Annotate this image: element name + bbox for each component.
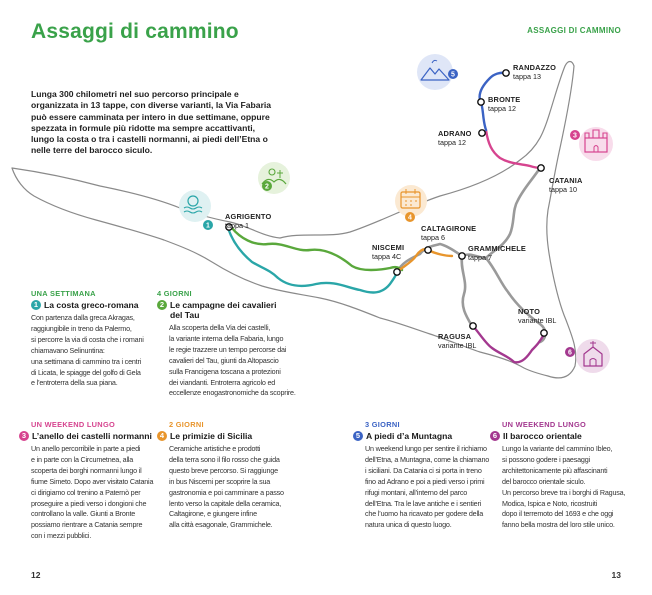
- marker-noto: [540, 329, 548, 337]
- calendar-food-icon: 4: [395, 185, 427, 222]
- route-5-blue: [478, 71, 508, 132]
- route-description: Alla scoperta della Via dei castelli,la …: [169, 323, 296, 398]
- page-number-right: 13: [611, 570, 621, 580]
- marker-niscemi: [393, 268, 401, 276]
- svg-text:6: 6: [568, 350, 572, 357]
- route-3-pink: [484, 128, 544, 170]
- marker-agrigento: [225, 223, 233, 231]
- route-number-badge: 3: [19, 431, 29, 441]
- church-icon: 6: [565, 339, 610, 373]
- marker-caltagirone: [424, 246, 432, 254]
- section-tag: ASSAGGI DI CAMMINO: [527, 26, 621, 35]
- marker-catania: [537, 164, 545, 172]
- marker-adrano: [478, 129, 486, 137]
- svg-text:4: 4: [408, 215, 412, 222]
- route-title: La costa greco-romana: [44, 300, 139, 310]
- city-markers: [225, 69, 548, 337]
- route-duration: UN WEEKEND LUNGO: [502, 420, 587, 429]
- route-description: Con partenza dalla greca Akragas,raggiun…: [31, 313, 144, 388]
- page-number-left: 12: [31, 570, 41, 580]
- variant-route-grey: [460, 254, 474, 328]
- countryside-icon: 2: [258, 162, 290, 194]
- route-duration: 4 GIORNI: [157, 289, 192, 298]
- route-6-purple: [471, 324, 546, 364]
- route-4-orange: [395, 248, 454, 274]
- route-1-teal: [226, 226, 399, 294]
- route-2-green: [230, 226, 404, 272]
- route-duration: UNA SETTIMANA: [31, 289, 96, 298]
- route-description: Lungo la variante del cammino Ibleo,si p…: [502, 444, 626, 530]
- seaside-icon: 1: [179, 190, 213, 230]
- route-number-badge: 5: [353, 431, 363, 441]
- route-duration: 3 GIORNI: [365, 420, 400, 429]
- svg-text:5: 5: [451, 72, 455, 79]
- route-number-badge: 2: [157, 300, 167, 310]
- main-route-grey: [395, 166, 542, 274]
- route-title: Il barocco orientale: [503, 431, 582, 441]
- castle-icon: 3: [570, 127, 613, 161]
- route-title: L’anello dei castelli normanni: [32, 431, 152, 441]
- connector-route-grey: [484, 256, 547, 344]
- svg-text:1: 1: [206, 223, 210, 230]
- route-number-badge: 1: [31, 300, 41, 310]
- route-title: A piedi d’a Muntagna: [366, 431, 453, 441]
- route-number-badge: 6: [490, 431, 500, 441]
- route-description: Un weekend lungo per sentire il richiamo…: [365, 444, 490, 530]
- route-title: Le campagne dei cavalieri del Tau: [170, 300, 277, 320]
- marker-grammichele: [458, 252, 466, 260]
- marker-randazzo: [502, 69, 510, 77]
- svg-text:3: 3: [573, 133, 577, 140]
- route-title: Le primizie di Sicilia: [170, 431, 253, 441]
- svg-text:2: 2: [265, 184, 269, 191]
- route-duration: 2 GIORNI: [169, 420, 204, 429]
- page-title: Assaggi di cammino: [31, 20, 239, 43]
- marker-ragusa: [469, 322, 477, 330]
- mountain-icon: 5: [417, 54, 458, 90]
- marker-bronte: [477, 98, 485, 106]
- sicily-outline: [11, 60, 577, 379]
- intro-paragraph: Lunga 300 chilometri nel suo percorso pr…: [31, 89, 272, 156]
- route-duration: UN WEEKEND LUNGO: [31, 420, 116, 429]
- route-number-badge: 4: [157, 431, 167, 441]
